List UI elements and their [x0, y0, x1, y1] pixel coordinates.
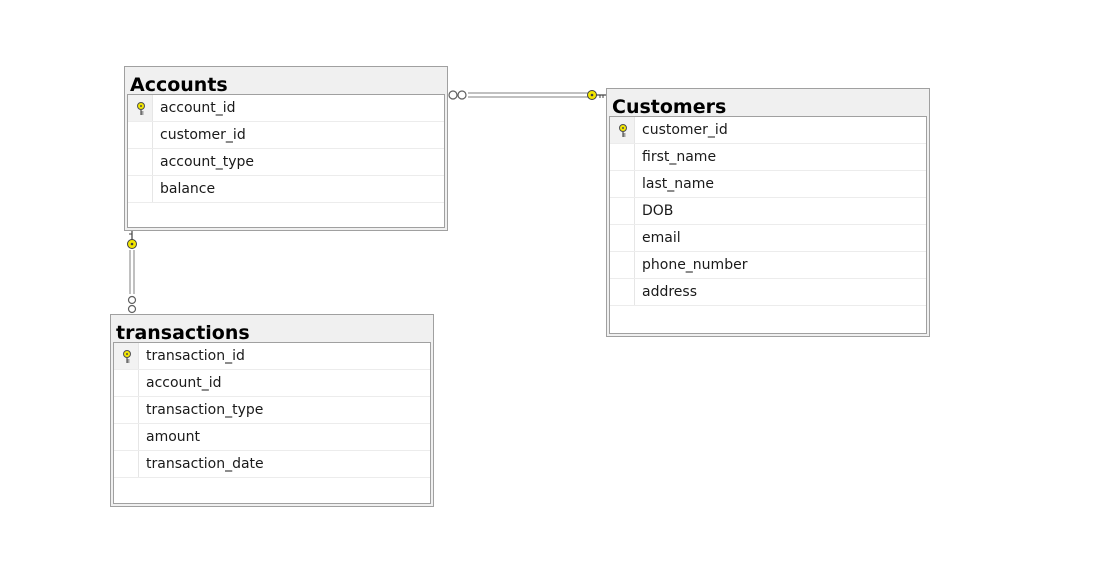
row-selector[interactable] [114, 370, 139, 396]
column-row[interactable]: customer_id [610, 117, 926, 144]
table-transactions[interactable]: transactions transaction_id account_id t… [110, 314, 434, 507]
column-name: account_id [146, 375, 222, 391]
column-row[interactable]: email [610, 225, 926, 252]
column-name: transaction_date [146, 456, 264, 472]
table-title: transactions [111, 315, 433, 342]
column-row[interactable]: transaction_type [114, 397, 430, 424]
row-selector[interactable] [128, 176, 153, 202]
row-selector[interactable] [114, 424, 139, 450]
row-selector[interactable] [128, 149, 153, 175]
column-row[interactable]: customer_id [128, 122, 444, 149]
infinity-endpoint-icon [448, 90, 467, 100]
table-columns: customer_id first_name last_name DOB ema… [609, 116, 927, 334]
table-accounts[interactable]: Accounts account_id customer_id account_… [124, 66, 448, 231]
row-selector[interactable] [610, 198, 635, 224]
column-name: account_id [160, 100, 236, 116]
table-title: Accounts [125, 67, 447, 94]
row-selector[interactable] [114, 397, 139, 423]
relationship-accounts-transactions[interactable] [127, 231, 137, 314]
key-endpoint-icon [587, 90, 606, 100]
row-selector[interactable] [114, 451, 139, 477]
relationship-accounts-customers[interactable] [448, 90, 606, 100]
column-row[interactable]: phone_number [610, 252, 926, 279]
row-selector[interactable] [610, 117, 635, 143]
table-columns: transaction_id account_id transaction_ty… [113, 342, 431, 504]
column-name: customer_id [642, 122, 728, 138]
column-name: phone_number [642, 257, 748, 273]
primary-key-icon [137, 102, 145, 115]
column-name: customer_id [160, 127, 246, 143]
column-row[interactable]: account_id [128, 95, 444, 122]
column-row[interactable]: account_id [114, 370, 430, 397]
row-selector[interactable] [610, 144, 635, 170]
column-row[interactable]: address [610, 279, 926, 306]
column-row[interactable]: transaction_id [114, 343, 430, 370]
column-row[interactable]: last_name [610, 171, 926, 198]
column-name: transaction_type [146, 402, 264, 418]
column-name: address [642, 284, 698, 300]
column-row[interactable]: amount [114, 424, 430, 451]
table-title: Customers [607, 89, 929, 116]
column-name: amount [146, 429, 201, 445]
column-name: email [642, 230, 681, 246]
column-name: account_type [160, 154, 255, 170]
row-selector[interactable] [610, 225, 635, 251]
column-name: first_name [642, 149, 717, 165]
column-name: balance [160, 181, 216, 197]
column-row[interactable]: transaction_date [114, 451, 430, 478]
primary-key-icon [619, 124, 627, 137]
infinity-endpoint-icon [127, 295, 137, 314]
key-endpoint-icon [127, 231, 137, 249]
row-selector[interactable] [128, 122, 153, 148]
table-customers[interactable]: Customers customer_id first_name last_na… [606, 88, 930, 337]
row-selector[interactable] [610, 171, 635, 197]
row-selector[interactable] [610, 252, 635, 278]
primary-key-icon [123, 350, 131, 363]
column-row[interactable]: balance [128, 176, 444, 203]
row-selector[interactable] [610, 279, 635, 305]
table-columns: account_id customer_id account_type bala… [127, 94, 445, 228]
row-selector[interactable] [114, 343, 139, 369]
column-name: last_name [642, 176, 714, 192]
column-name: transaction_id [146, 348, 245, 364]
column-row[interactable]: account_type [128, 149, 444, 176]
column-row[interactable]: first_name [610, 144, 926, 171]
column-name: DOB [642, 203, 674, 219]
column-row[interactable]: DOB [610, 198, 926, 225]
row-selector[interactable] [128, 95, 153, 121]
